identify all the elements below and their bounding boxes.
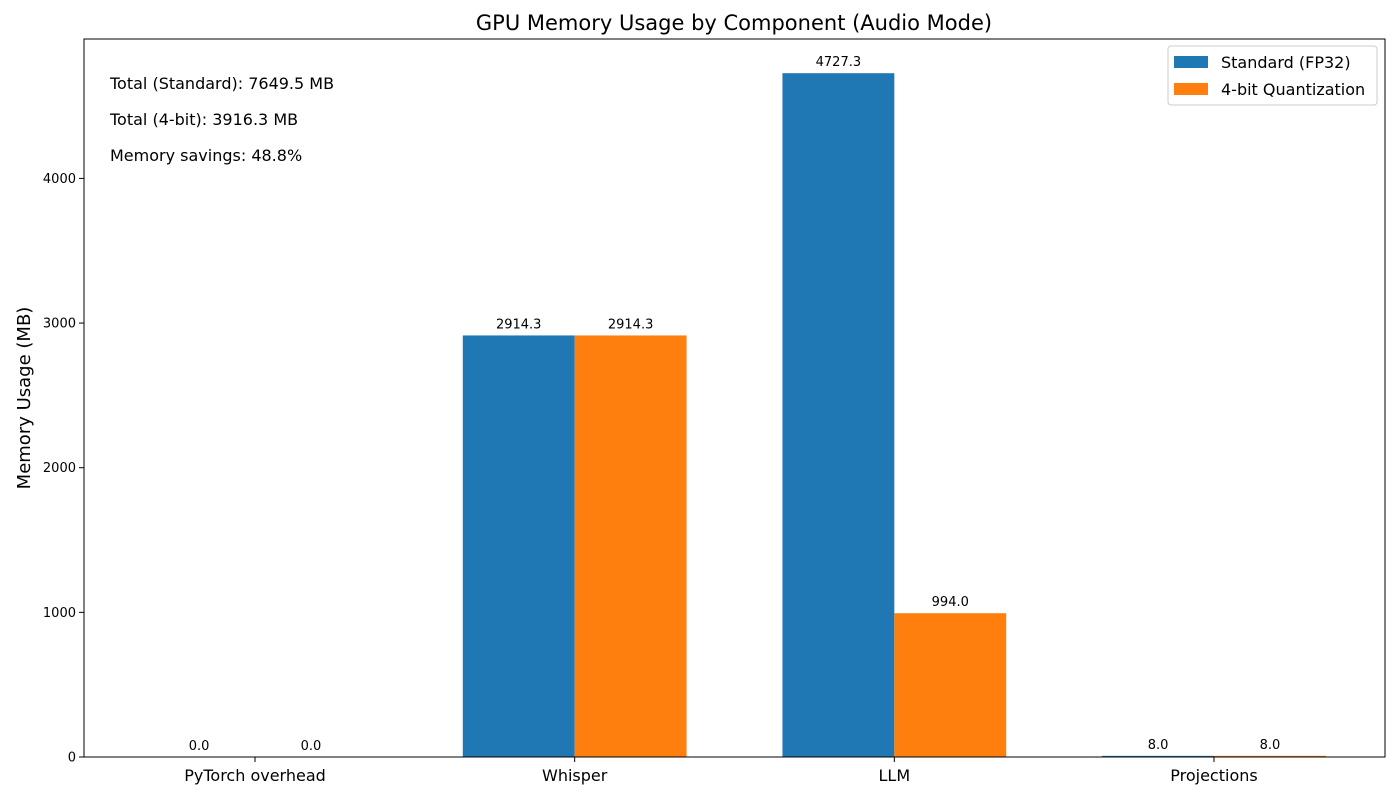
x-tick-label: LLM	[879, 766, 911, 785]
bar-value-label: 2914.3	[608, 317, 654, 332]
bar-value-label: 2914.3	[496, 317, 542, 332]
bar-value-label: 994.0	[932, 595, 969, 610]
annotation-total-standard: Total (Standard): 7649.5 MB	[109, 74, 334, 93]
bar-standard-1	[462, 335, 575, 757]
bar-value-label: 4727.3	[816, 55, 862, 70]
bar-labels-layer: 0.0 2914.3 4727.3 8.0 0.0 2914.3 994.0 8.0	[189, 55, 1281, 754]
bar-standard-3	[1102, 755, 1214, 757]
bar-4bit-1	[574, 335, 687, 757]
annotation-memory-savings: Memory savings: 48.8%	[110, 146, 302, 165]
y-axis-label: Memory Usage (MB)	[14, 307, 35, 490]
legend: Standard (FP32) 4-bit Quantization	[1167, 45, 1378, 106]
x-axis: PyTorch overhead Whisper LLM Projections	[184, 757, 1258, 785]
bar-value-label: 0.0	[189, 739, 210, 754]
y-tick-label: 2000	[43, 461, 76, 476]
bars-layer	[462, 73, 1326, 757]
chart-title: GPU Memory Usage by Component (Audio Mod…	[476, 11, 992, 35]
bar-value-label: 8.0	[1260, 738, 1281, 753]
legend-box	[1167, 45, 1378, 106]
y-tick-label: 1000	[43, 606, 76, 621]
y-axis: 0 1000 2000 3000 4000	[43, 172, 84, 766]
x-tick-label: PyTorch overhead	[184, 766, 326, 785]
y-tick-label: 4000	[43, 172, 76, 187]
legend-label-standard: Standard (FP32)	[1221, 53, 1351, 72]
bar-value-label: 8.0	[1148, 738, 1169, 753]
y-tick-label: 0	[68, 751, 76, 766]
bar-4bit-2	[894, 613, 1007, 757]
legend-swatch-4bit	[1174, 83, 1208, 95]
legend-label-4bit: 4-bit Quantization	[1221, 80, 1365, 99]
plot-frame	[83, 38, 1386, 758]
y-tick-label: 3000	[43, 317, 76, 332]
bar-standard-2	[782, 73, 895, 757]
bar-value-label: 0.0	[301, 739, 322, 754]
bar-4bit-3	[1213, 755, 1326, 757]
x-tick-label: Projections	[1170, 766, 1257, 785]
x-tick-label: Whisper	[542, 766, 608, 785]
annotation-total-4bit: Total (4-bit): 3916.3 MB	[109, 110, 298, 129]
legend-swatch-standard	[1174, 56, 1208, 68]
